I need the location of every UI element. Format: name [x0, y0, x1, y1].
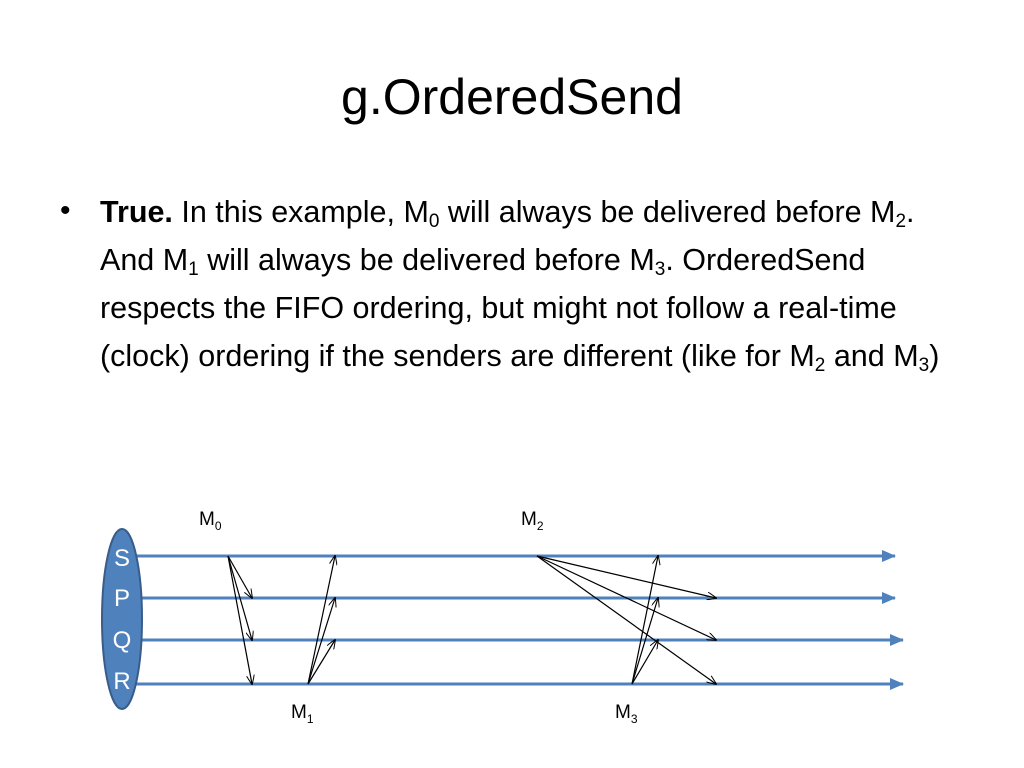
m1-arrow-to-q: [307, 640, 335, 685]
bullet-subscript: 2: [895, 211, 907, 232]
bullet-subscript: 0: [428, 211, 440, 232]
message-label-m0: M0: [199, 509, 222, 533]
process-label-r: R: [113, 668, 130, 695]
message-label-m1: M1: [291, 702, 314, 726]
message-label-m2: M2: [521, 509, 544, 533]
m3-arrow-to-s: [631, 556, 658, 685]
bullet-lead: True.: [100, 195, 173, 229]
slide-title: g.OrderedSend: [341, 69, 683, 125]
process-group-oval: [101, 528, 143, 710]
m3-arrow-to-q: [631, 640, 658, 685]
process-label-q: Q: [113, 627, 132, 654]
bullet-subscript: 3: [918, 355, 930, 376]
process-label-p: P: [114, 585, 130, 612]
bullet-segment: . And M: [100, 195, 915, 277]
m0-arrow-to-r: [227, 555, 252, 684]
m2-arrow-to-q: [536, 555, 716, 640]
bullet-subscript: 2: [814, 355, 826, 376]
m1-arrow-to-p: [307, 598, 335, 685]
process-label-s: S: [114, 545, 130, 572]
m1-arrow-to-s: [307, 556, 335, 685]
m2-arrow-to-r: [536, 555, 716, 684]
bullet-segment: In this example, M: [172, 195, 429, 229]
bullet-subscript: 3: [654, 259, 666, 280]
m3-arrow-to-p: [631, 598, 658, 685]
bullet-marker: •: [60, 194, 71, 227]
bullet-segment: will always be delivered before M: [198, 243, 655, 277]
message-label-m3: M3: [615, 702, 638, 726]
message-ordering-diagram: S P Q R M0 M1 M2 M3: [101, 509, 904, 726]
m0-arrow-to-p: [227, 555, 252, 598]
bullet-segment: will always be delivered before M: [439, 195, 896, 229]
m0-arrow-to-q: [227, 555, 252, 640]
bullet-subscript: 1: [188, 259, 199, 280]
m2-arrow-to-p: [536, 555, 716, 598]
bullet-segment: ): [929, 339, 940, 373]
bullet-text: True. In this example, M0 will always be…: [100, 188, 960, 380]
bullet-segment: . OrderedSend respects the FIFO ordering…: [100, 243, 897, 373]
bullet-segment: and M: [825, 339, 919, 373]
